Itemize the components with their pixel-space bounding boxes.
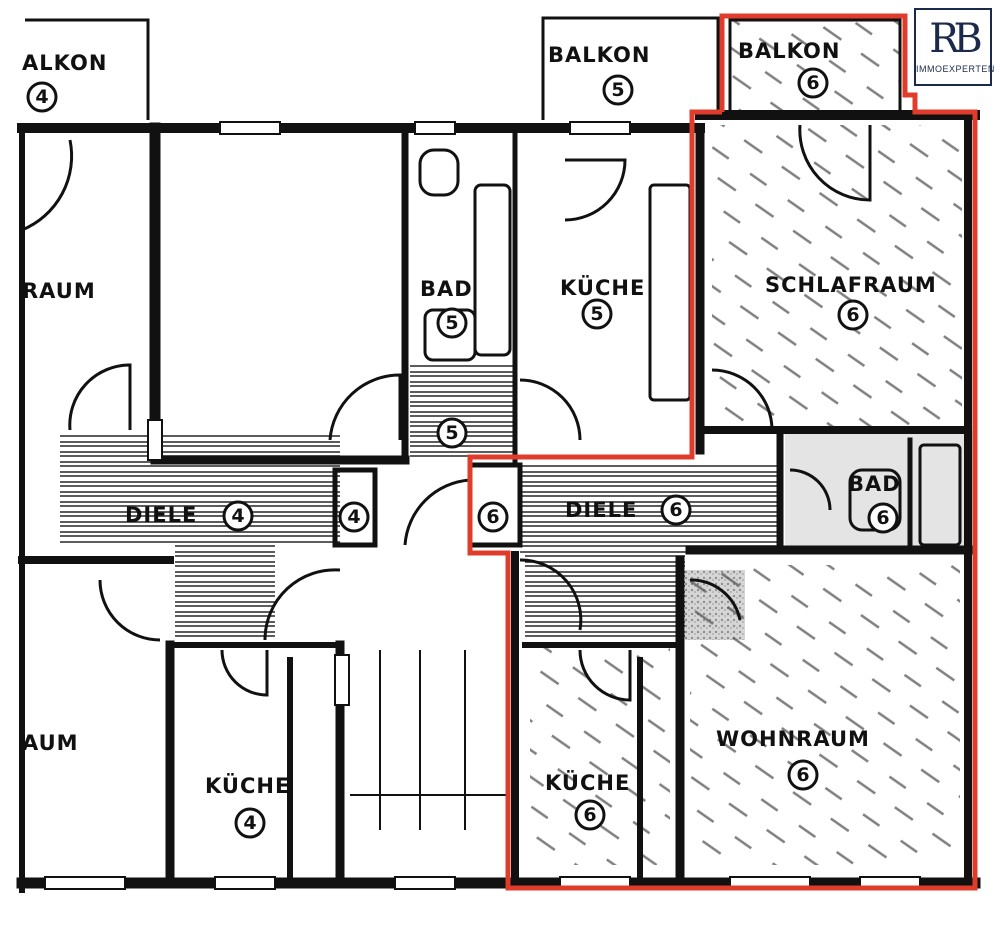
room-number-circle [26, 81, 58, 113]
balkon-outlines [25, 16, 902, 120]
room-number: 6 [796, 764, 809, 786]
room-number-badge: 6 [867, 502, 899, 534]
wohnraum-6-hatch [690, 565, 960, 865]
room-number-circle [574, 799, 606, 831]
room-number-circle [867, 502, 899, 534]
logo-name: IMMOEXPERTEN [916, 64, 995, 74]
room-number-circle [837, 299, 869, 331]
room-number-badge: 4 [26, 81, 58, 113]
room-number: 6 [669, 499, 682, 521]
room-label: BALKON [548, 43, 650, 67]
diele-6-floor [520, 465, 780, 555]
room-number: 4 [231, 505, 244, 527]
room-number-badge: 4 [338, 501, 370, 533]
room-number-circle [787, 759, 819, 791]
room-number: 6 [486, 506, 499, 528]
walls [16, 110, 981, 893]
room-number-circle [477, 501, 509, 533]
room-number-badge: 5 [602, 74, 634, 106]
room-number: 6 [846, 304, 859, 326]
room-label: RAUM [22, 279, 96, 303]
room-label: BALKON [738, 39, 840, 63]
room-number-circle [660, 494, 692, 526]
room-label: KÜCHE [205, 773, 290, 798]
schlafraum-6-hatch [712, 125, 962, 430]
room-number: 6 [876, 507, 889, 529]
room-label: WOHNRAUM [716, 727, 870, 751]
room-label: DIELE [125, 503, 197, 527]
room-number: 5 [445, 312, 458, 334]
room-label: ALKON [22, 51, 107, 75]
room-number-circle [436, 417, 468, 449]
room-label: AUM [22, 731, 79, 755]
room-number-circle [581, 298, 613, 330]
room-numbers: 4 4 4 4 5 5 5 5 6 6 6 6 6 6 6 [26, 67, 899, 839]
room-labels: ALKON RAUM DIELE AUM KÜCHE BALKON BAD KÜ… [22, 39, 937, 798]
room-number-circle [234, 807, 266, 839]
diele-4-floor [60, 435, 340, 545]
room-number: 6 [583, 804, 596, 826]
stair-hatch [410, 365, 515, 460]
logo-mark: RB [929, 16, 983, 62]
room-label: KÜCHE [545, 770, 630, 795]
room-number-badge: 5 [581, 298, 613, 330]
room-number-circle [602, 74, 634, 106]
kueche-6-hatch [530, 645, 670, 865]
room-number: 4 [347, 506, 360, 528]
room-number-circle [222, 500, 254, 532]
room-label: BAD [420, 277, 473, 301]
room-label: DIELE [565, 498, 637, 522]
room-number-badge: 6 [660, 494, 692, 526]
room-number-badge: 6 [837, 299, 869, 331]
room-number-circle [338, 501, 370, 533]
room-number: 6 [806, 72, 819, 94]
room-number-badge: 5 [436, 417, 468, 449]
rb-immoexperten-logo: RB IMMOEXPERTEN [914, 8, 995, 86]
room-number-badge: 6 [574, 799, 606, 831]
room-number: 4 [35, 86, 48, 108]
room-label: KÜCHE [560, 275, 645, 300]
room-number-circle [436, 307, 468, 339]
room-number-badge: 6 [477, 501, 509, 533]
room-number: 4 [243, 812, 256, 834]
apartment-6-outline [467, 13, 978, 891]
room-number-badge: 4 [222, 500, 254, 532]
room-label: SCHLAFRAUM [765, 273, 937, 297]
doors [21, 124, 872, 702]
room-number-badge: 6 [787, 759, 819, 791]
diele-4-floor-lower [175, 545, 275, 640]
room-number-badge: 4 [234, 807, 266, 839]
room-number: 5 [611, 79, 624, 101]
room-number: 5 [445, 422, 458, 444]
room-number-badge: 6 [797, 67, 829, 99]
room-number-badge: 5 [436, 307, 468, 339]
room-number-circle [797, 67, 829, 99]
room-label: BAD [848, 472, 901, 496]
room-number: 5 [590, 303, 603, 325]
